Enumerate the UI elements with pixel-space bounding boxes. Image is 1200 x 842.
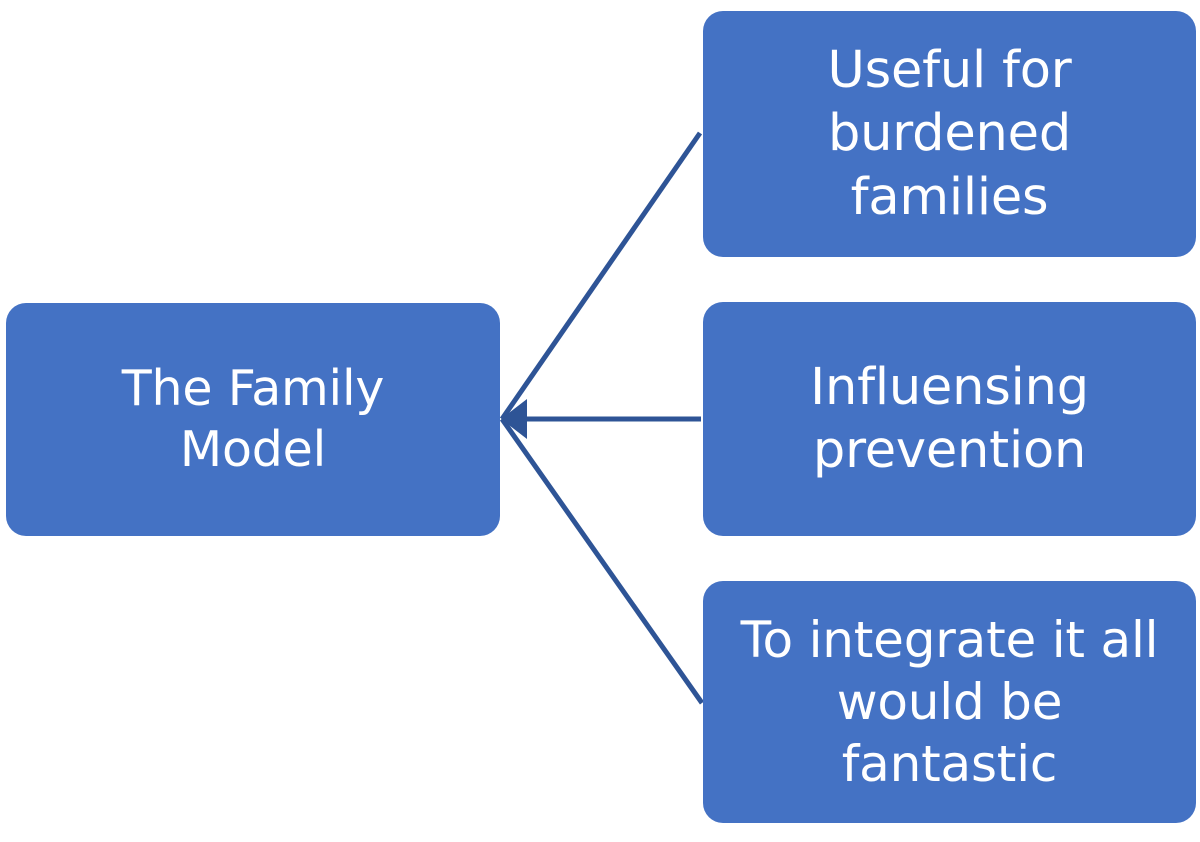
connector-line-to-branch-2 [499,417,705,705]
connector-line-to-branch-0 [499,131,703,421]
node-branch-influensing-prevention[interactable]: Influensing prevention [703,302,1196,536]
node-branch-useful-for-burdened-families[interactable]: Useful for burdened families [703,11,1196,257]
junction-arrowhead-icon [501,399,527,439]
node-branch-to-integrate-it-all-would-be-fantastic[interactable]: To integrate it all would be fantastic [703,581,1196,823]
node-root-the-family-model[interactable]: The Family Model [6,303,500,536]
